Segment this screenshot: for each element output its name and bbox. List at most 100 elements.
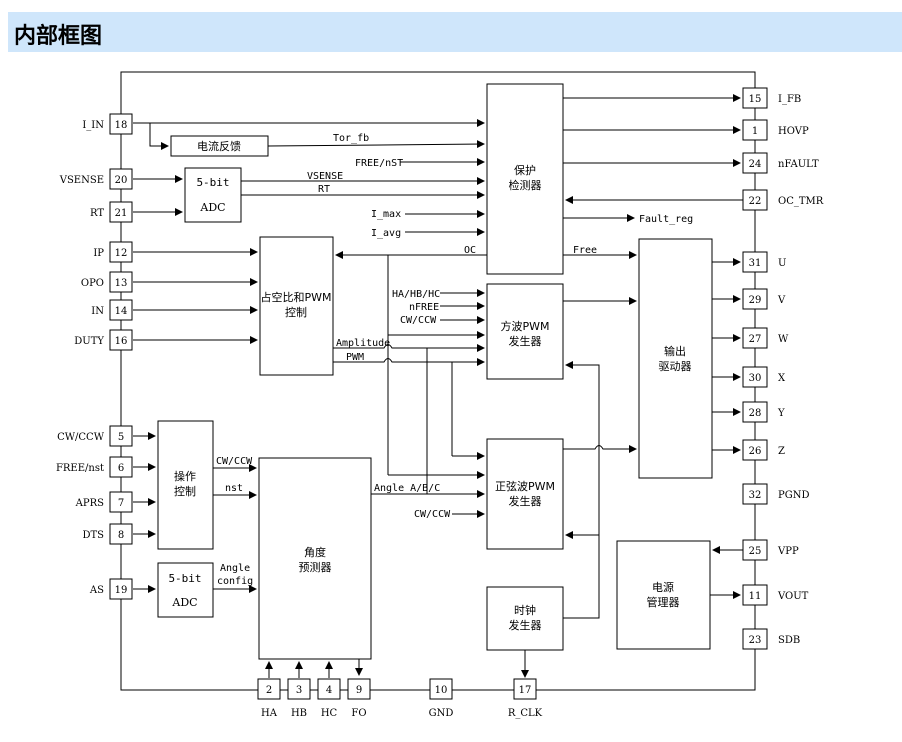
pin-name: VSENSE <box>59 175 104 186</box>
pin-11 <box>742 584 768 606</box>
pin-20 <box>109 168 133 190</box>
signal-cwccw-sine: CW/CCW <box>414 509 451 520</box>
pin-15 <box>742 87 768 109</box>
pin-19 <box>109 578 133 600</box>
pin-number: 21 <box>115 208 128 219</box>
pin-26 <box>742 439 768 461</box>
square-label-1: 方波PWM <box>500 319 549 333</box>
adc-bottom-block <box>157 562 214 618</box>
pin-name: AS <box>89 585 104 596</box>
pin-name: HOVP <box>778 126 809 137</box>
power-label-1: 电源 <box>652 580 674 594</box>
sine-pwm-generator-block <box>486 438 564 550</box>
adc-top-label-1: 5-bit <box>196 176 229 189</box>
pin-number: 8 <box>118 530 124 541</box>
signal-i-avg: I_avg <box>371 228 401 239</box>
pin-6 <box>109 456 133 478</box>
pin-number: 24 <box>749 159 762 170</box>
signal-pwm: PWM <box>346 352 364 363</box>
pin-name: IP <box>93 248 104 259</box>
square-pwm-generator-block <box>486 283 564 380</box>
pin-name: OPO <box>81 278 104 289</box>
pin-25 <box>742 539 768 561</box>
angle-label-2: 预测器 <box>299 561 332 574</box>
pin-18 <box>109 113 133 135</box>
pin-7 <box>109 491 133 513</box>
pin-name: R_CLK <box>508 708 543 719</box>
pin-name: VPP <box>777 546 799 557</box>
pin-name: HB <box>291 708 307 719</box>
pin-number: 27 <box>749 334 762 345</box>
pin-number: 15 <box>749 94 762 105</box>
signal-tor-fb: Tor_fb <box>333 133 369 144</box>
pin-name: I_FB <box>778 94 801 105</box>
pin-number: 14 <box>115 306 128 317</box>
clock-label-2: 发生器 <box>509 618 542 632</box>
pin-name: HC <box>321 708 338 719</box>
protection-detector-block <box>486 83 564 275</box>
output-driver-block <box>638 238 713 479</box>
pin-name: IN <box>91 306 104 317</box>
pin-number: 9 <box>356 685 362 696</box>
signal-oc: OC <box>464 245 476 256</box>
pin-name: CW/CCW <box>57 432 105 443</box>
pin-8 <box>109 523 133 545</box>
signal-vsense: VSENSE <box>307 171 343 182</box>
pin-number: 19 <box>115 585 128 596</box>
angle-label-1: 角度 <box>304 545 326 559</box>
title-bar: 内部框图 <box>8 12 902 52</box>
pin-number: 32 <box>749 490 762 501</box>
pin-2 <box>257 678 281 700</box>
pin-number: 3 <box>296 685 302 696</box>
pin-number: 18 <box>115 120 128 131</box>
pin-3 <box>287 678 311 700</box>
protect-label-1: 保护 <box>514 163 536 177</box>
signal-free-nst: FREE/nST <box>355 158 403 169</box>
signal-hall: HA/HB/HC <box>392 289 440 300</box>
pin-name: APRS <box>75 498 104 509</box>
signal-fault-reg: Fault_reg <box>639 214 693 225</box>
pin-name: W <box>778 334 789 345</box>
signal-free: Free <box>573 245 597 256</box>
pin-28 <box>742 401 768 423</box>
pin-name: OC_TMR <box>778 196 824 207</box>
pin-number: 28 <box>749 408 762 419</box>
pin-name: X <box>778 373 786 384</box>
pin-17 <box>513 678 537 700</box>
pin-name: RT <box>90 208 104 219</box>
output-label-1: 输出 <box>664 344 686 358</box>
sine-label-2: 发生器 <box>509 494 542 508</box>
clock-label-1: 时钟 <box>514 603 536 617</box>
pin-21 <box>109 201 133 223</box>
signal-i-max: I_max <box>371 209 401 220</box>
signal-amplitude: Amplitude <box>336 338 390 349</box>
pin-9 <box>347 678 371 700</box>
pin-30 <box>742 366 768 388</box>
adc-bottom-label-1: 5-bit <box>168 572 201 585</box>
pin-name: FREE/nst <box>56 463 104 474</box>
pin-5 <box>109 425 133 447</box>
pin-number: 12 <box>115 248 128 259</box>
pin-name: Y <box>777 408 785 419</box>
protect-label-2: 检测器 <box>509 178 542 192</box>
pin-number: 7 <box>118 498 124 509</box>
signal-angle-abc: Angle A/B/C <box>374 483 440 494</box>
pin-12 <box>109 241 133 263</box>
pin-name: Z <box>778 446 785 457</box>
pin-10 <box>429 678 453 700</box>
pin-number: 11 <box>749 591 762 602</box>
pin-name: DUTY <box>74 336 104 347</box>
angle-predictor-block <box>258 457 372 660</box>
pin-27 <box>742 327 768 349</box>
signal-cwccw-operate: CW/CCW <box>216 456 253 467</box>
operate-label-1: 操作 <box>174 469 196 483</box>
signal-angle-config-1: Angle <box>220 563 250 574</box>
pin-number: 22 <box>749 196 762 207</box>
signal-nfree: nFREE <box>409 302 439 313</box>
pin-16 <box>109 329 133 351</box>
pin-number: 20 <box>115 175 128 186</box>
pin-number: 1 <box>752 126 758 137</box>
pin-24 <box>742 152 768 174</box>
square-label-2: 发生器 <box>509 334 542 348</box>
